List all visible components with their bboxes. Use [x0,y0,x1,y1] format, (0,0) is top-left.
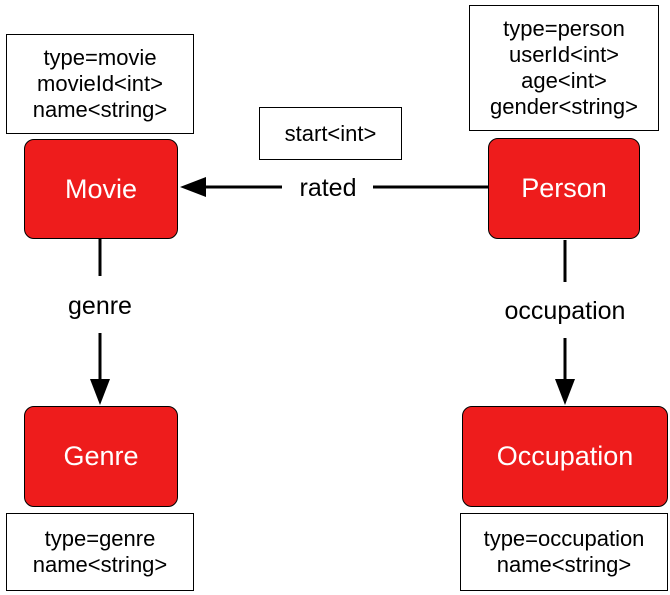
occupation-node[interactable]: Occupation [462,406,668,507]
occupation-arrowhead [555,379,575,405]
person-node-label: Person [521,173,607,203]
genre-arrowhead [90,379,110,405]
movie-node-label: Movie [64,173,138,204]
person-node[interactable]: Person [488,138,640,239]
genre-prop-name: name<string> [32,552,168,577]
genre-node[interactable]: Genre [24,406,178,507]
person-prop-age: age<int> [521,68,607,93]
rated-edge-properties-box: start<int> [259,107,402,160]
rated-prop-start: start<int> [284,120,377,146]
occupation-node-label: Occupation [496,441,634,471]
genre-edge-label: genre [50,291,150,321]
occupation-edge-label: occupation [487,296,643,326]
movie-prop-type: type=movie [43,45,157,70]
genre-node-label: Genre [63,441,139,471]
rated-edge-label: rated [287,173,369,203]
person-prop-gender: gender<string> [490,94,638,119]
person-prop-type: type=person [503,16,625,41]
rated-arrowhead [180,177,206,197]
movie-node[interactable]: Movie [24,139,178,239]
occupation-prop-name: name<string> [496,552,632,577]
movie-properties-box: type=movie movieId<int> name<string> [6,34,194,134]
person-prop-userid: userId<int> [508,42,620,67]
movie-prop-id: movieId<int> [37,71,163,96]
occupation-prop-type: type=occupation [483,526,645,551]
genre-properties-box: type=genre name<string> [6,513,194,591]
person-properties-box: type=person userId<int> age<int> gender<… [469,5,659,131]
movie-prop-name: name<string> [32,97,168,122]
genre-prop-type: type=genre [44,526,156,551]
occupation-properties-box: type=occupation name<string> [460,513,668,591]
